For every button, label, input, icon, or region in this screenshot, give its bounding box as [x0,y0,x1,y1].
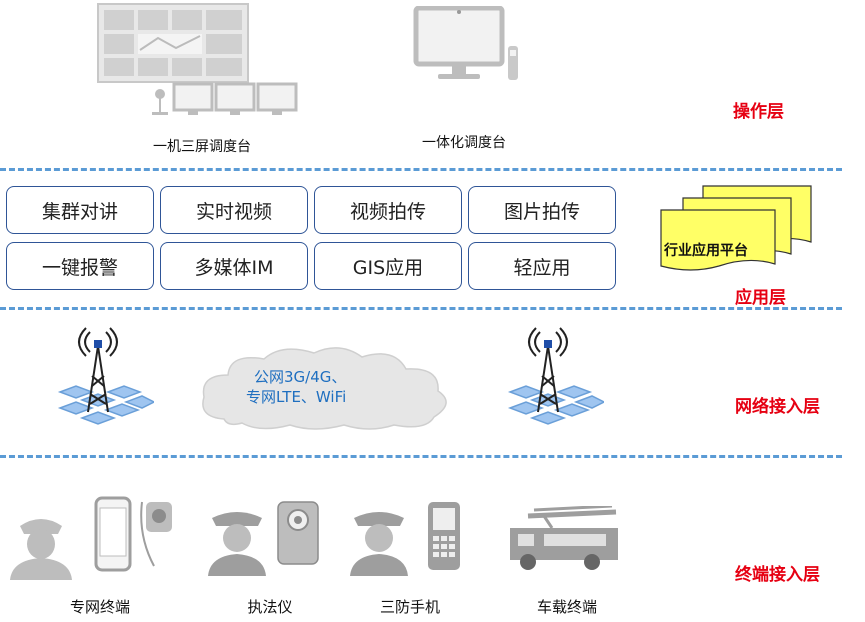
app-button-photo-upload[interactable]: 图片拍传 [468,186,616,234]
platform-label: 行业应用平台 [664,243,748,259]
app-button-light-app[interactable]: 轻应用 [468,242,616,290]
cloud-icon [194,341,456,433]
police-officer-icon [346,506,412,576]
layer-divider-3 [0,455,842,458]
phone-icon [94,496,132,572]
cell-tower-icon [500,326,604,438]
terminal-label-private-network: 专网终端 [69,598,130,616]
layer-label-terminal: 终端接入层 [735,565,820,585]
platform-stack-icon [655,184,815,276]
police-officer-icon [204,506,270,576]
layer-label-network: 网络接入层 [735,397,820,417]
terminal-label-vehicle: 车载终端 [536,598,597,616]
layer-label-application: 应用层 [735,288,786,308]
app-button-group-talk[interactable]: 集群对讲 [6,186,154,234]
terminal-label-recorder: 执法仪 [247,598,293,616]
integrated-console-icon [412,6,522,86]
layer-divider-1 [0,168,842,171]
app-button-one-key-alarm[interactable]: 一键报警 [6,242,154,290]
layer-divider-2 [0,307,842,310]
cloud-text-line1: 公网3G/4G、 [254,368,347,386]
app-button-multimedia-im[interactable]: 多媒体IM [160,242,308,290]
layer-label-operation: 操作层 [733,102,784,122]
app-button-video-upload[interactable]: 视频拍传 [314,186,462,234]
console-b-label: 一体化调度台 [422,135,506,151]
cell-tower-icon [50,326,154,438]
rugged-phone-icon [424,500,464,572]
vehicle-icon [504,506,624,572]
camera-icon [276,500,320,566]
app-button-gis[interactable]: GIS应用 [314,242,462,290]
multi-screen-console-icon [88,2,308,118]
cloud-text-line2: 专网LTE、WiFi [246,388,347,406]
terminal-label-rugged-phone: 三防手机 [379,598,440,616]
app-button-live-video[interactable]: 实时视频 [160,186,308,234]
radio-mic-icon [136,496,176,572]
console-a-label: 一机三屏调度台 [153,139,251,155]
police-officer-icon [6,508,76,580]
